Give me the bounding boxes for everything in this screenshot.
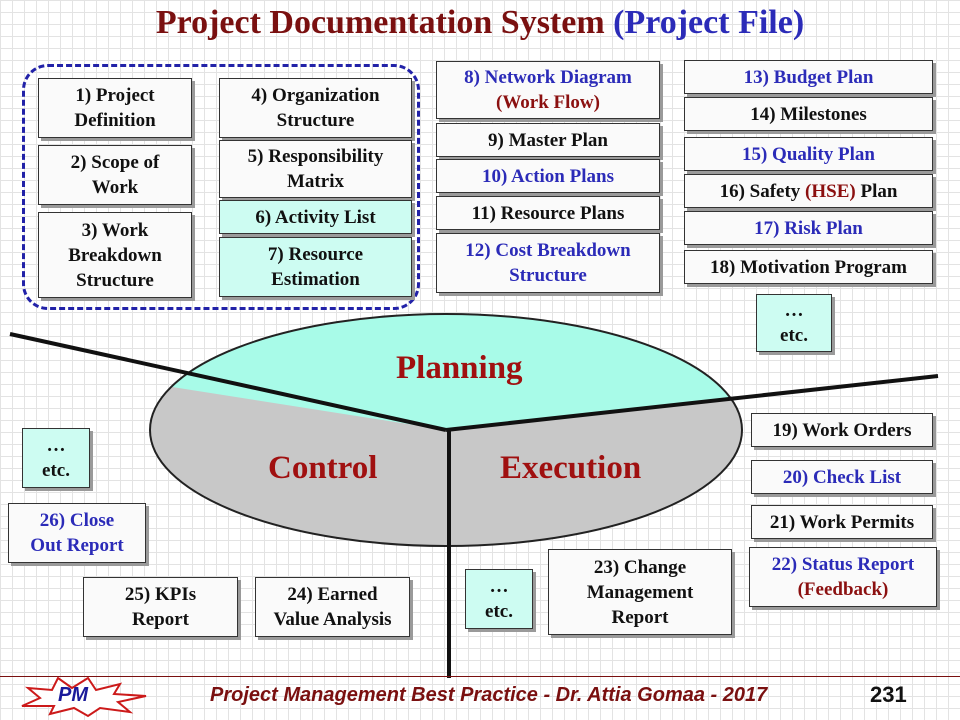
doc-budget-plan[interactable]: 13) Budget Plan [684, 60, 933, 94]
doc-cost-breakdown[interactable]: 12) Cost Breakdown Structure [436, 233, 660, 293]
doc-label: 3) Work [81, 219, 149, 241]
doc-earned-value[interactable]: 24) Earned Value Analysis [255, 577, 410, 637]
doc-work-orders[interactable]: 19) Work Orders [751, 413, 933, 447]
doc-label: 9) Master Plan [488, 129, 608, 151]
doc-label: Structure [509, 265, 587, 286]
doc-label: Breakdown [68, 244, 162, 266]
doc-action-plans[interactable]: 10) Action Plans [436, 159, 660, 193]
pm-logo-burst-icon [21, 676, 147, 718]
divider-right [445, 374, 939, 432]
doc-label: Report [132, 609, 189, 630]
etc-label: etc. [485, 601, 513, 622]
doc-label: 5) Responsibility [247, 146, 384, 167]
doc-label: 13) Budget Plan [743, 66, 874, 88]
doc-responsibility-matrix[interactable]: 5) Responsibility Matrix [219, 140, 412, 198]
etc-dots: … [489, 576, 509, 597]
doc-risk-plan[interactable]: 17) Risk Plan [684, 211, 933, 245]
doc-label: 23) Change [593, 556, 687, 578]
etc-box-execution[interactable]: … etc. [465, 569, 533, 629]
doc-motivation-program[interactable]: 18) Motivation Program [684, 250, 933, 284]
doc-label: 19) Work Orders [772, 419, 912, 441]
doc-label: Report [611, 606, 669, 628]
doc-label: 6) Activity List [255, 206, 376, 228]
doc-safety-plan[interactable]: 16) Safety (HSE) Plan [684, 174, 933, 208]
etc-dots: … [46, 435, 66, 456]
doc-label: 17) Risk Plan [754, 217, 863, 239]
doc-wbs[interactable]: 3) Work Breakdown Structure [38, 212, 192, 298]
doc-label: Work [91, 177, 139, 198]
doc-label: 15) Quality Plan [741, 143, 875, 165]
doc-label: 20) Check List [782, 466, 902, 488]
doc-kpis-report[interactable]: 25) KPIs Report [83, 577, 238, 637]
etc-box-planning[interactable]: … etc. [756, 294, 832, 352]
doc-label: 11) Resource Plans [471, 202, 625, 224]
doc-check-list[interactable]: 20) Check List [751, 460, 933, 494]
etc-dots: … [784, 300, 804, 321]
doc-label: Definition [74, 110, 156, 131]
page-title: Project Documentation System (Project Fi… [0, 4, 960, 42]
doc-resource-plans[interactable]: 11) Resource Plans [436, 196, 660, 230]
doc-quality-plan[interactable]: 15) Quality Plan [684, 137, 933, 171]
doc-scope-of-work[interactable]: 2) Scope of Work [38, 145, 192, 205]
doc-milestones[interactable]: 14) Milestones [684, 97, 933, 131]
doc-label: Value Analysis [273, 609, 392, 630]
divider-left [9, 332, 447, 432]
doc-label: 18) Motivation Program [710, 256, 907, 278]
doc-label: 7) Resource [267, 244, 364, 265]
doc-sublabel: (Feedback) [797, 579, 889, 600]
doc-label: 16) Safety (HSE) Plan [720, 179, 898, 204]
cycle-ellipse-outline [149, 313, 743, 547]
etc-label: etc. [42, 460, 70, 481]
doc-project-definition[interactable]: 1) Project Definition [38, 78, 192, 138]
doc-status-report[interactable]: 22) Status Report (Feedback) [749, 547, 937, 607]
doc-sublabel: (Work Flow) [496, 92, 600, 113]
doc-label: 25) KPIs [124, 584, 197, 605]
doc-label: Management [586, 581, 694, 603]
doc-org-structure[interactable]: 4) Organization Structure [219, 78, 412, 138]
phase-control: Control [268, 450, 378, 486]
doc-label: Structure [276, 110, 355, 131]
footer-text: Project Management Best Practice - Dr. A… [210, 684, 768, 706]
doc-label: 26) Close [39, 510, 115, 531]
doc-change-report[interactable]: 23) Change Management Report [548, 549, 732, 635]
footer-rule [0, 676, 960, 677]
page-number: 231 [870, 682, 907, 707]
doc-activity-list[interactable]: 6) Activity List [219, 200, 412, 234]
doc-label: 10) Action Plans [482, 165, 614, 187]
doc-label: 21) Work Permits [769, 511, 915, 533]
doc-label: 22) Status Report [771, 554, 915, 575]
doc-label: Estimation [271, 269, 360, 290]
doc-label: Out Report [30, 535, 124, 556]
pm-logo-text: PM [58, 684, 88, 706]
phase-execution: Execution [500, 450, 642, 486]
doc-label: 24) Earned [287, 584, 378, 605]
etc-label: etc. [780, 325, 808, 346]
planning-group-border [22, 64, 420, 310]
etc-box-control[interactable]: … etc. [22, 428, 90, 488]
doc-network-diagram[interactable]: 8) Network Diagram (Work Flow) [436, 61, 660, 119]
phase-planning: Planning [396, 350, 523, 386]
doc-work-permits[interactable]: 21) Work Permits [751, 505, 933, 539]
title-accent: (Project File) [613, 4, 805, 41]
doc-resource-estimation[interactable]: 7) Resource Estimation [219, 237, 412, 297]
doc-label: 1) Project [75, 85, 155, 106]
doc-master-plan[interactable]: 9) Master Plan [436, 123, 660, 157]
doc-label: 14) Milestones [750, 103, 867, 125]
doc-label: 2) Scope of [70, 152, 160, 173]
doc-label: 4) Organization [251, 85, 380, 106]
safety-post: Plan [855, 180, 898, 202]
doc-close-out-report[interactable]: 26) Close Out Report [8, 503, 146, 563]
doc-label: Structure [76, 269, 154, 291]
doc-label: Matrix [287, 171, 344, 192]
doc-label: 8) Network Diagram [464, 67, 632, 88]
title-main: Project Documentation System [155, 4, 605, 41]
safety-pre: 16) Safety [719, 180, 806, 202]
doc-label: 12) Cost Breakdown [465, 240, 631, 261]
safety-hse: (HSE) [805, 180, 856, 202]
